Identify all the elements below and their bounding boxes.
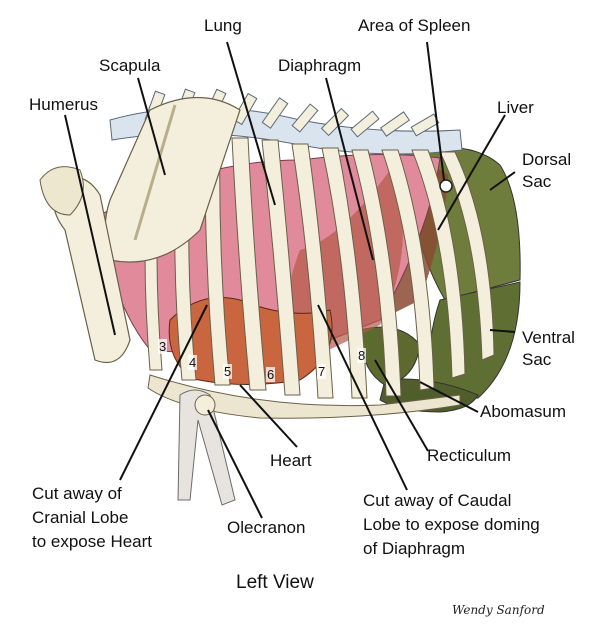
label-cranial-line3: to expose Heart <box>32 532 153 551</box>
label-liver: Liver <box>497 98 534 117</box>
ventral-sac-shape <box>429 281 521 401</box>
label-dorsal-sac-line2: Sac <box>522 172 552 191</box>
spleen-marker <box>439 179 453 193</box>
label-diaphragm: Diaphragm <box>278 56 362 75</box>
label-lung: Lung <box>204 16 242 35</box>
label-ventral-sac-line1: Ventral <box>522 328 575 347</box>
label-humerus: Humerus <box>29 95 98 114</box>
rib-number-3: 3 <box>158 339 168 354</box>
rib-number-5: 5 <box>223 364 233 379</box>
label-ventral-sac-line2: Sac <box>522 350 552 369</box>
label-heart: Heart <box>270 451 312 470</box>
label-abomasum: Abomasum <box>480 402 566 421</box>
label-olecranon: Olecranon <box>227 518 306 537</box>
label-scapula: Scapula <box>99 56 161 75</box>
rib-number-4: 4 <box>188 355 198 370</box>
label-dorsal-sac-line1: Dorsal <box>522 150 572 169</box>
view-title: Left View <box>236 572 314 593</box>
label-recticulum: Recticulum <box>427 446 512 465</box>
rib-number-8: 8 <box>357 348 367 363</box>
label-cranial-line1: Cut away of <box>32 484 122 503</box>
rib-number-7: 7 <box>317 364 327 379</box>
artist-signature: Wendy Sanford <box>452 603 545 617</box>
rib-number-6: 6 <box>266 367 276 382</box>
label-cranial-line2: Cranial Lobe <box>32 508 129 527</box>
label-caudal-line2: Lobe to expose doming <box>363 515 540 534</box>
label-caudal-line1: Cut away of Caudal <box>363 491 512 510</box>
label-caudal-line3: of Diaphragm <box>363 539 466 558</box>
forearm-shape <box>177 389 236 506</box>
olecranon-shape <box>194 394 216 416</box>
leader-lines <box>64 41 516 519</box>
label-area-of-spleen: Area of Spleen <box>358 16 471 35</box>
